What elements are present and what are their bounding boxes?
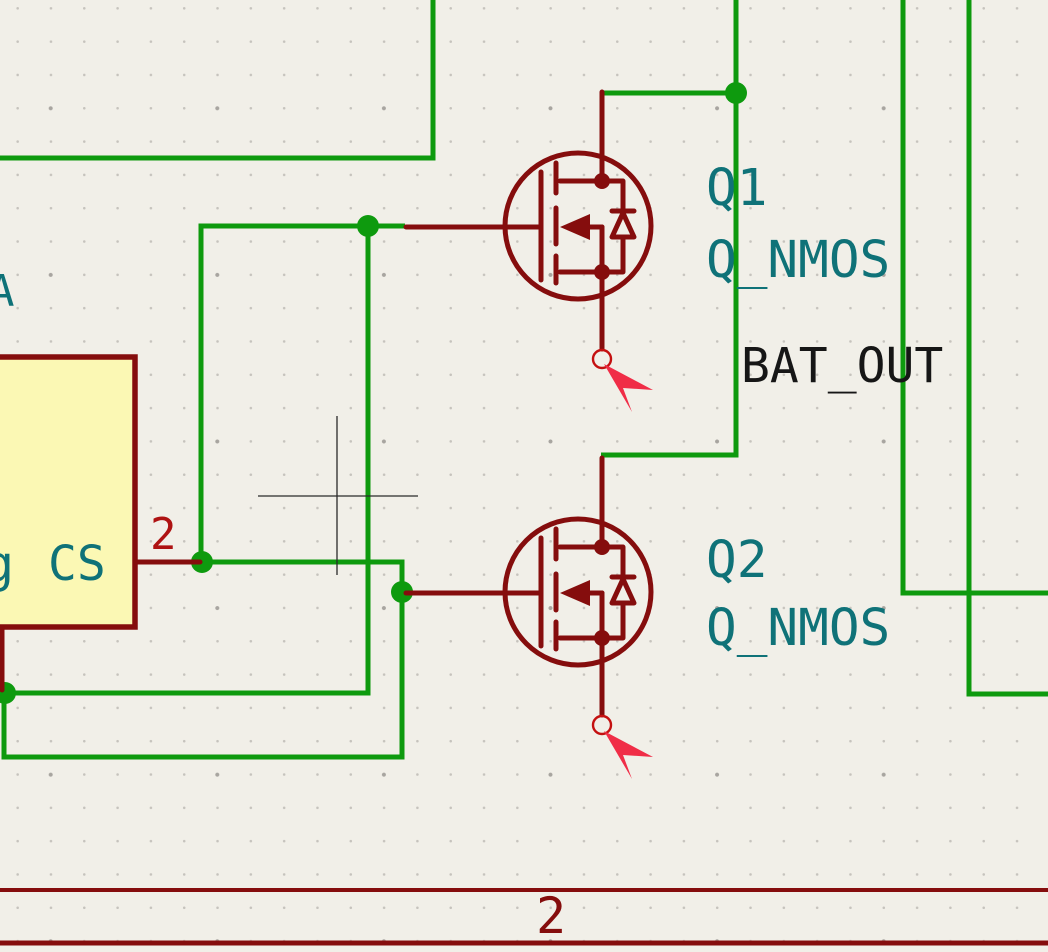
- mosfet-q1-symbol[interactable]: [406, 92, 651, 368]
- ic-partial-inner-text: g: [0, 535, 14, 593]
- mosfet-q2-symbol[interactable]: [406, 458, 651, 734]
- partial-edge-label[interactable]: A: [0, 266, 15, 317]
- ic-pin-name-cs: CS: [48, 536, 106, 592]
- crosshair-cursor: [258, 416, 418, 575]
- net-label-bat-out[interactable]: BAT_OUT: [741, 338, 943, 394]
- wire-gate-loop-q2[interactable]: [1, 226, 405, 760]
- sheet-frame-column-number: 2: [536, 887, 566, 945]
- ic-block[interactable]: g CS 2: [0, 354, 203, 693]
- wire-bat-out-vertical[interactable]: [601, 0, 739, 458]
- junction-dot[interactable]: [725, 82, 747, 104]
- q1-value[interactable]: Q_NMOS: [706, 231, 890, 290]
- ic-pin-number: 2: [150, 509, 177, 560]
- wire-right-bus-2[interactable]: [966, 0, 1048, 697]
- q2-value[interactable]: Q_NMOS: [706, 599, 890, 658]
- wire-top-left-net[interactable]: [0, 0, 436, 161]
- sheet-frame: 2: [0, 887, 1048, 946]
- wire-right-bus-1[interactable]: [900, 0, 1048, 596]
- erc-marker-arrow[interactable]: [604, 731, 653, 779]
- q1-reference[interactable]: Q1: [706, 159, 767, 218]
- erc-marker-arrow[interactable]: [604, 364, 653, 412]
- junction-dot[interactable]: [357, 215, 379, 237]
- junction-dot[interactable]: [391, 581, 413, 603]
- q2-reference[interactable]: Q2: [706, 531, 767, 590]
- wire-gate-feed-q1[interactable]: [198, 223, 405, 562]
